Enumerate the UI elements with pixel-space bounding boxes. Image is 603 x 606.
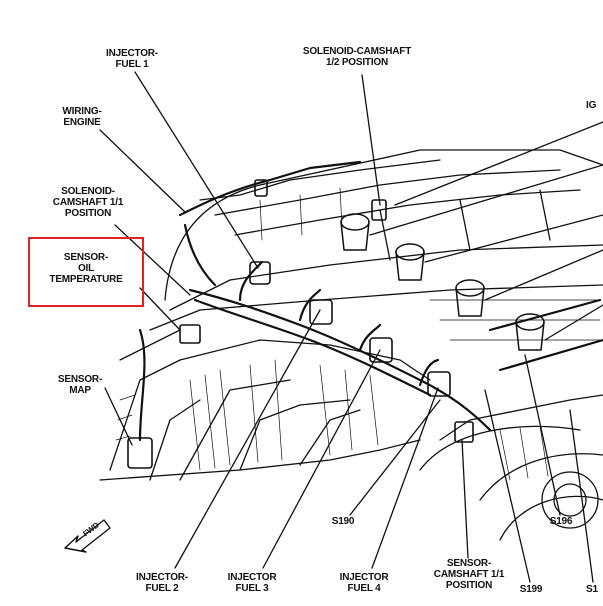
engine-block — [99, 149, 603, 541]
ignition-coils — [340, 213, 545, 351]
label-solenoid-camshaft-half: SOLENOID-CAMSHAFT 1/2 POSITION — [302, 46, 412, 68]
label-injector-fuel-3: INJECTOR FUEL 3 — [227, 572, 277, 594]
label-solenoid-camshaft-11: SOLENOID- CAMSHAFT 1/1 POSITION — [52, 186, 124, 219]
label-sensor-oil-temperature: SENSOR- OIL TEMPERATURE — [49, 252, 123, 285]
label-s196: S196 — [549, 516, 573, 527]
label-sensor-map: SENSOR- MAP — [57, 374, 103, 396]
label-injector-fuel-2: INJECTOR- FUEL 2 — [136, 572, 188, 594]
leader-lines — [99, 71, 603, 583]
label-ign-partial: IG — [586, 100, 597, 111]
label-sensor-camshaft-11: SENSOR- CAMSHAFT 1/1 POSITION — [433, 558, 505, 591]
label-wiring-engine: WIRING- ENGINE — [62, 106, 102, 128]
label-s199: S199 — [519, 584, 543, 595]
wiring-harness — [138, 160, 603, 442]
label-injector-fuel-4: INJECTOR FUEL 4 — [339, 572, 389, 594]
label-s1-partial: S1 — [586, 584, 598, 595]
highlight-box — [28, 237, 144, 307]
fwd-arrow — [64, 519, 111, 553]
label-injector-fuel-1: INJECTOR- FUEL 1 — [106, 48, 158, 70]
block-hatching — [115, 187, 601, 481]
label-s190: S190 — [331, 516, 355, 527]
